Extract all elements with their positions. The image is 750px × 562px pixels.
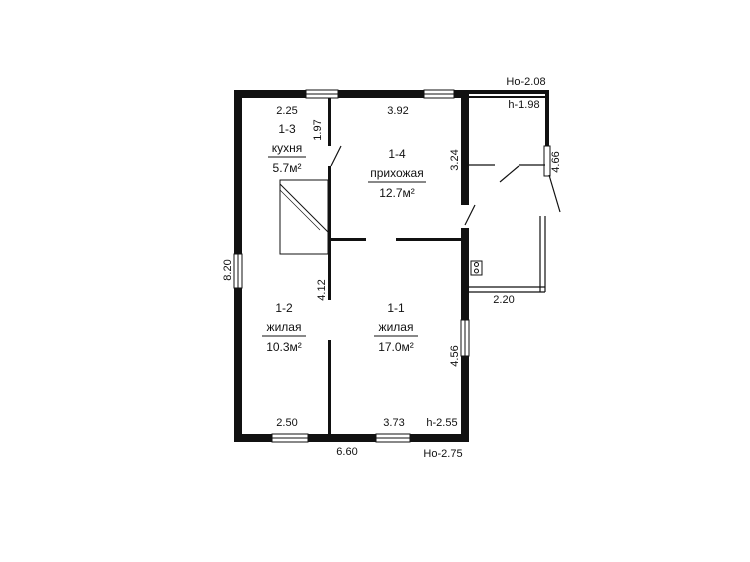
room-id: 1-1: [387, 301, 405, 315]
height-bottom-ground: Hо-2.75: [423, 448, 462, 460]
dimension-labels: 2.25 3.92 1.97 3.24 4.66 2.20 8.20 4.12 …: [222, 105, 562, 458]
room-1-3: 1-3 кухня 5.7м²: [268, 122, 306, 175]
dim-right-lower: 4.56: [449, 345, 461, 366]
room-name: прихожая: [370, 166, 423, 180]
height-labels: Hо-2.08 h-1.98 h-2.55 Hо-2.75: [423, 76, 545, 460]
dim-overall-width: 6.60: [336, 446, 357, 458]
height-top-ceiling: h-1.98: [508, 99, 539, 111]
dim-bottom-left: 2.50: [276, 417, 297, 429]
room-id: 1-4: [388, 147, 406, 161]
room-1-1: 1-1 жилая 17.0м²: [374, 301, 418, 354]
room-area: 12.7м²: [379, 186, 415, 200]
dim-porch-bottom: 2.20: [493, 294, 514, 306]
room-1-4: 1-4 прихожая 12.7м²: [368, 147, 426, 200]
dim-top-middle: 3.92: [387, 105, 408, 117]
room-name: жилая: [267, 320, 302, 334]
porch: [464, 90, 561, 293]
height-top-ground: Hо-2.08: [506, 76, 545, 88]
dim-kitchen-wall: 1.97: [312, 119, 324, 140]
room-area: 5.7м²: [273, 161, 302, 175]
room-area: 10.3м²: [266, 340, 302, 354]
room-area: 17.0м²: [378, 340, 414, 354]
room-name: жилая: [379, 320, 414, 334]
dim-partition: 4.12: [316, 279, 328, 300]
dim-left-side: 8.20: [222, 259, 234, 280]
dim-hall-right: 3.24: [449, 149, 461, 170]
dim-top-left: 2.25: [276, 105, 297, 117]
room-id: 1-3: [278, 122, 296, 136]
height-bottom-ceiling: h-2.55: [426, 417, 457, 429]
outer-walls: [233, 89, 470, 443]
dim-porch-right: 4.66: [550, 151, 562, 172]
room-1-2: 1-2 жилая 10.3м²: [262, 301, 306, 354]
dim-bottom-right: 3.73: [383, 417, 404, 429]
room-name: кухня: [272, 141, 303, 155]
partitions: [279, 98, 461, 434]
room-id: 1-2: [275, 301, 293, 315]
